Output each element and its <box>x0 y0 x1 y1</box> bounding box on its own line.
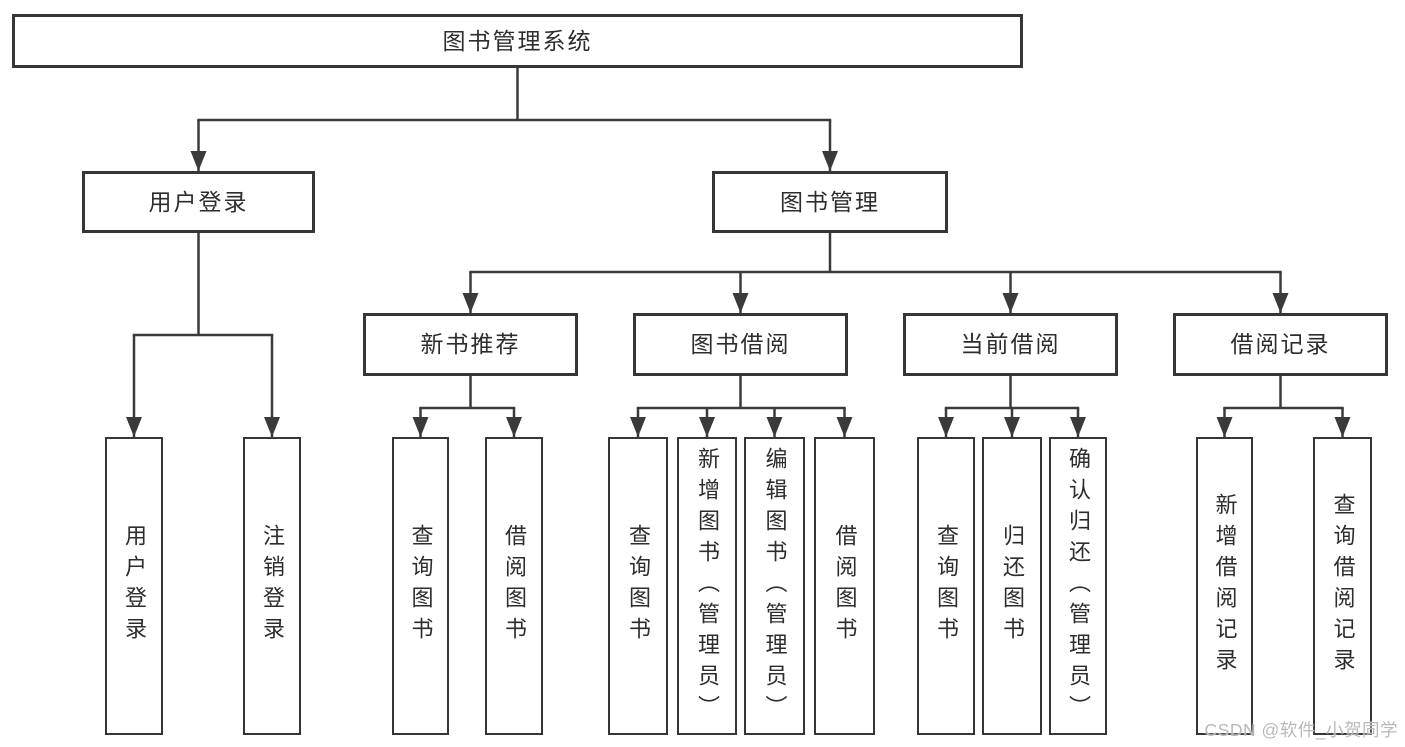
leaf-borrow-add-book: 新增图书（管理员） <box>677 437 737 735</box>
node-root-label: 图书管理系统 <box>442 27 593 54</box>
leaf-user-login: 用户登录 <box>105 437 163 735</box>
leaf-newrec-borrow-book-label: 借阅图书 <box>502 524 527 648</box>
node-borrow-record-label: 借阅记录 <box>1230 331 1331 357</box>
leaf-record-add: 新增借阅记录 <box>1196 437 1253 735</box>
leaf-current-query-book: 查询图书 <box>917 437 975 735</box>
leaf-borrow-borrow-book: 借阅图书 <box>814 437 875 735</box>
node-user-login: 用户登录 <box>82 171 315 233</box>
leaf-current-confirm-return-label: 确认归还（管理员） <box>1066 446 1091 726</box>
leaf-newrec-query-book: 查询图书 <box>392 437 449 735</box>
node-book-mgmt-label: 图书管理 <box>780 188 880 215</box>
leaf-current-confirm-return: 确认归还（管理员） <box>1049 437 1107 735</box>
leaf-current-return-book-label: 归还图书 <box>1000 524 1025 648</box>
leaf-borrow-edit-book-label: 编辑图书（管理员） <box>762 446 788 726</box>
node-new-book-rec: 新书推荐 <box>363 313 578 376</box>
node-current-borrow-label: 当前借阅 <box>960 331 1061 357</box>
leaf-borrow-edit-book: 编辑图书（管理员） <box>744 437 805 735</box>
leaf-borrow-query-book: 查询图书 <box>608 437 668 735</box>
leaf-user-login-label: 用户登录 <box>122 524 147 648</box>
node-current-borrow: 当前借阅 <box>903 313 1118 376</box>
node-borrow-record: 借阅记录 <box>1173 313 1388 376</box>
node-book-mgmt: 图书管理 <box>712 171 948 233</box>
node-book-borrow: 图书借阅 <box>633 313 848 376</box>
leaf-borrow-add-book-label: 新增图书（管理员） <box>695 446 720 726</box>
watermark: CSDN @软件_小贺同学 <box>1204 720 1398 740</box>
leaf-borrow-borrow-book-label: 借阅图书 <box>832 524 858 648</box>
leaf-borrow-query-book-label: 查询图书 <box>626 524 651 648</box>
node-root: 图书管理系统 <box>12 14 1023 68</box>
node-new-book-rec-label: 新书推荐 <box>420 331 521 357</box>
leaf-logout-label: 注销登录 <box>260 524 285 648</box>
leaf-logout: 注销登录 <box>243 437 301 735</box>
leaf-newrec-query-book-label: 查询图书 <box>408 524 434 648</box>
leaf-newrec-borrow-book: 借阅图书 <box>485 437 543 735</box>
leaf-record-add-label: 新增借阅记录 <box>1212 493 1238 679</box>
node-book-borrow-label: 图书借阅 <box>690 331 791 357</box>
leaf-record-query: 查询借阅记录 <box>1313 437 1372 735</box>
leaf-current-return-book: 归还图书 <box>982 437 1042 735</box>
leaf-current-query-book-label: 查询图书 <box>934 524 959 648</box>
node-user-login-label: 用户登录 <box>148 188 249 215</box>
leaf-record-query-label: 查询借阅记录 <box>1330 493 1356 679</box>
